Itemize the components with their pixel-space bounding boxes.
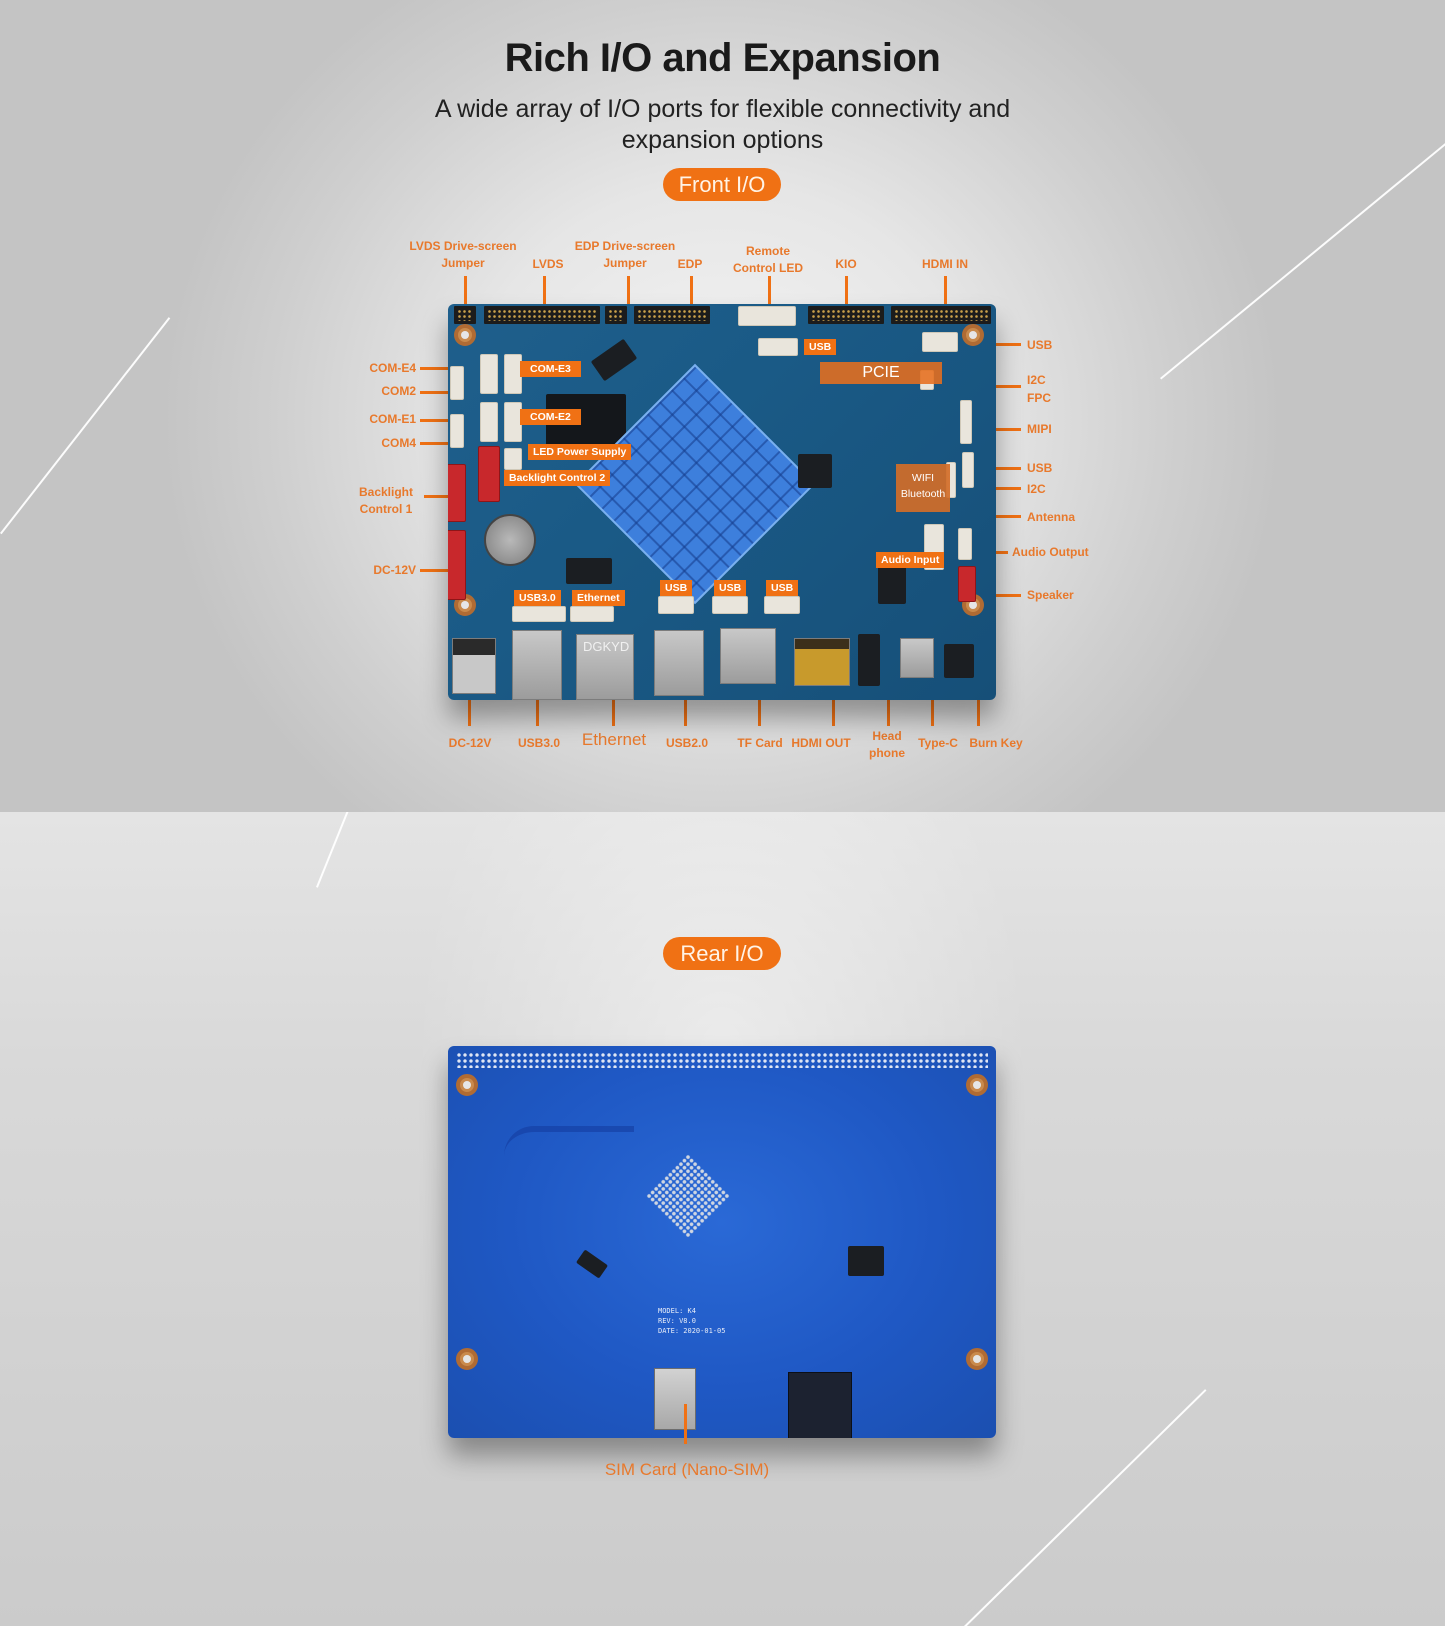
label-com-e1: COM-E1 [369,412,416,426]
label-usb30-bottom: USB3.0 [517,736,561,750]
leader-line [985,467,1021,470]
label-usb20-bottom: USB2.0 [665,736,709,750]
leader-line [464,276,467,320]
rear-io-badge: Rear I/O [663,937,781,970]
label-com4: COM4 [381,436,416,450]
tag-usb-b: USB [714,580,747,596]
label-burn-key: Burn Key [969,736,1023,750]
label-usb-right-2: USB [1027,461,1053,475]
leader-line [768,276,771,322]
decorative-line [1160,141,1445,380]
tag-usb30: USB3.0 [514,590,561,606]
leader-line [931,686,934,726]
leader-line [887,676,890,726]
tag-com-e2: COM-E2 [520,409,581,425]
front-io-section: Rich I/O and Expansion A wide array of I… [0,0,1445,812]
tag-pcie: PCIE [820,362,942,384]
page-title: Rich I/O and Expansion [504,36,941,80]
label-speaker: Speaker [1027,588,1074,602]
label-usb-right-1: USB [1027,338,1053,352]
label-dc-12v-left: DC-12V [373,563,416,577]
label-com2: COM2 [381,384,416,398]
leader-line [758,676,761,726]
leader-line [420,569,462,572]
leader-line [986,551,1008,554]
leader-line [684,1404,687,1444]
label-lvds: LVDS [532,257,564,271]
leader-line [983,428,1021,431]
tag-led-power: LED Power Supply [528,444,632,460]
leader-line [420,391,458,394]
label-sim-card: SIM Card (Nano-SIM) [604,1460,770,1479]
label-tf-card: TF Card [737,736,783,750]
label-hdmi-in: HDMI IN [922,257,968,271]
leader-line [832,676,835,726]
label-dc-12v-bottom: DC-12V [448,736,492,750]
leader-line [627,276,630,320]
decorative-line [316,812,352,888]
label-hdmi-out: HDMI OUT [791,736,851,750]
label-type-c: Type-C [918,736,958,750]
leader-line [424,495,460,498]
tag-audio-input: Audio Input [876,552,945,568]
label-com-e4: COM-E4 [369,361,416,375]
front-board-image: DGKYD COM-E3 COM-E2 LED Power Supply Bac… [448,304,996,700]
rear-silkscreen: MODEL: K4 REV: V8.0 DATE: 2020-01-05 [658,1307,726,1335]
leader-line [536,686,539,726]
front-io-badge: Front I/O [663,168,781,201]
label-i2c-2: I2C [1027,482,1046,496]
tag-backlight-2: Backlight Control 2 [504,470,611,486]
decorative-line [964,1389,1207,1626]
tag-ethernet: Ethernet [572,590,625,606]
label-i2c-1: I2C [1027,373,1046,387]
tag-usb-c: USB [766,580,799,596]
label-fpc: FPC [1027,391,1051,405]
rj45-port: DGKYD [576,634,634,700]
leader-line [543,276,546,320]
page-subtitle: A wide array of I/O ports for flexible c… [434,95,1011,154]
tag-usb-top: USB [804,339,837,355]
leader-line [845,276,848,320]
leader-line [944,276,947,320]
tag-com-e3: COM-E3 [520,361,581,377]
label-antenna: Antenna [1027,510,1075,524]
leader-line [468,686,471,726]
leader-line [690,276,693,320]
leader-line [977,686,980,726]
sim-card-slot [654,1368,696,1430]
leader-line [684,686,687,726]
decorative-line [0,317,170,534]
label-edp: EDP [677,257,703,271]
leader-line [985,594,1021,597]
tag-usb-a: USB [660,580,693,596]
leader-line [420,442,458,445]
leader-line [985,515,1021,518]
label-audio-output: Audio Output [1012,545,1089,559]
label-mipi: MIPI [1027,422,1052,436]
rear-io-section: Rear I/O MODEL: K4 REV: V8.0 DATE: 2020-… [0,812,1445,1626]
label-ethernet-bottom: Ethernet [581,730,647,749]
rear-rj45 [788,1372,852,1438]
rear-board-image: MODEL: K4 REV: V8.0 DATE: 2020-01-05 [448,1046,996,1438]
label-kio: KIO [835,257,857,271]
tag-wifi-bt: WIFI Bluetooth [896,464,950,512]
